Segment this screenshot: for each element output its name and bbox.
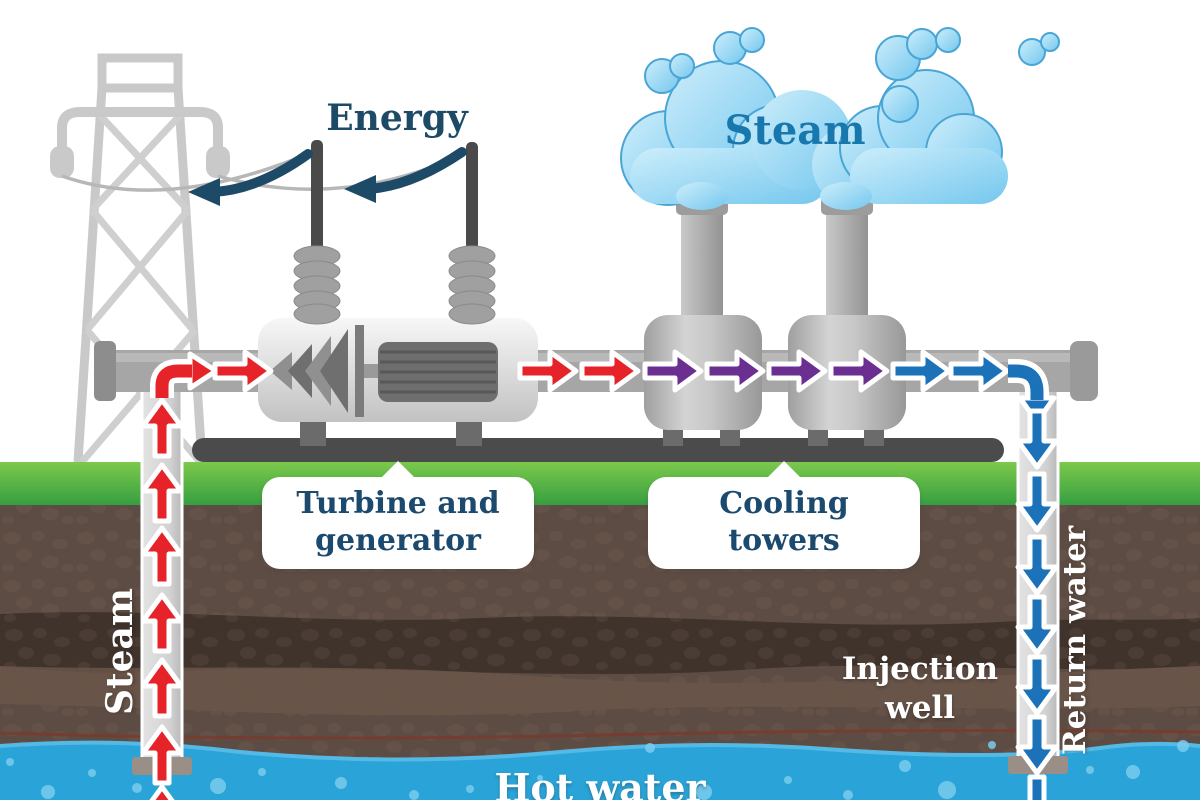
hot-water-reservoir: [0, 740, 1200, 800]
cooling-towers-callout: Cooling towers: [648, 461, 920, 569]
cooling-callout-line2: towers: [728, 523, 840, 558]
steam-flow-arrows: [143, 352, 638, 800]
cooling-callout-line1: Cooling: [719, 486, 849, 522]
turbine-callout-line2: generator: [315, 523, 481, 558]
injection-well-label: Injection well: [840, 650, 1000, 728]
platform-base: [192, 438, 1004, 462]
energy-arrows: [188, 147, 467, 206]
turbine-callout-line1: Turbine and: [296, 486, 500, 522]
hot-water-label: Hot water: [494, 765, 706, 800]
energy-label: Energy: [326, 97, 468, 139]
steam-pipe-label: Steam: [99, 588, 141, 716]
callout-pointer: [767, 461, 801, 478]
callout-pointer: [381, 461, 415, 478]
cooling-towers: [644, 196, 906, 446]
injection-well-line1: Injection: [841, 651, 999, 687]
return-flow-arrows: [893, 352, 1056, 800]
transmission-tower: [50, 53, 230, 465]
turbine-blades: [270, 325, 378, 417]
generator: [378, 342, 498, 402]
return-water-label: Return water: [1057, 525, 1093, 755]
steam-cloud-label: Steam: [724, 107, 866, 154]
steam-clouds: [620, 27, 1060, 210]
turbine-generator-callout: Turbine and generator: [262, 461, 534, 569]
turbine-generator-unit: [258, 300, 538, 446]
insulator-bushings: [293, 140, 496, 325]
grass-layer: [0, 462, 1200, 510]
injection-well-line2: well: [885, 689, 955, 726]
